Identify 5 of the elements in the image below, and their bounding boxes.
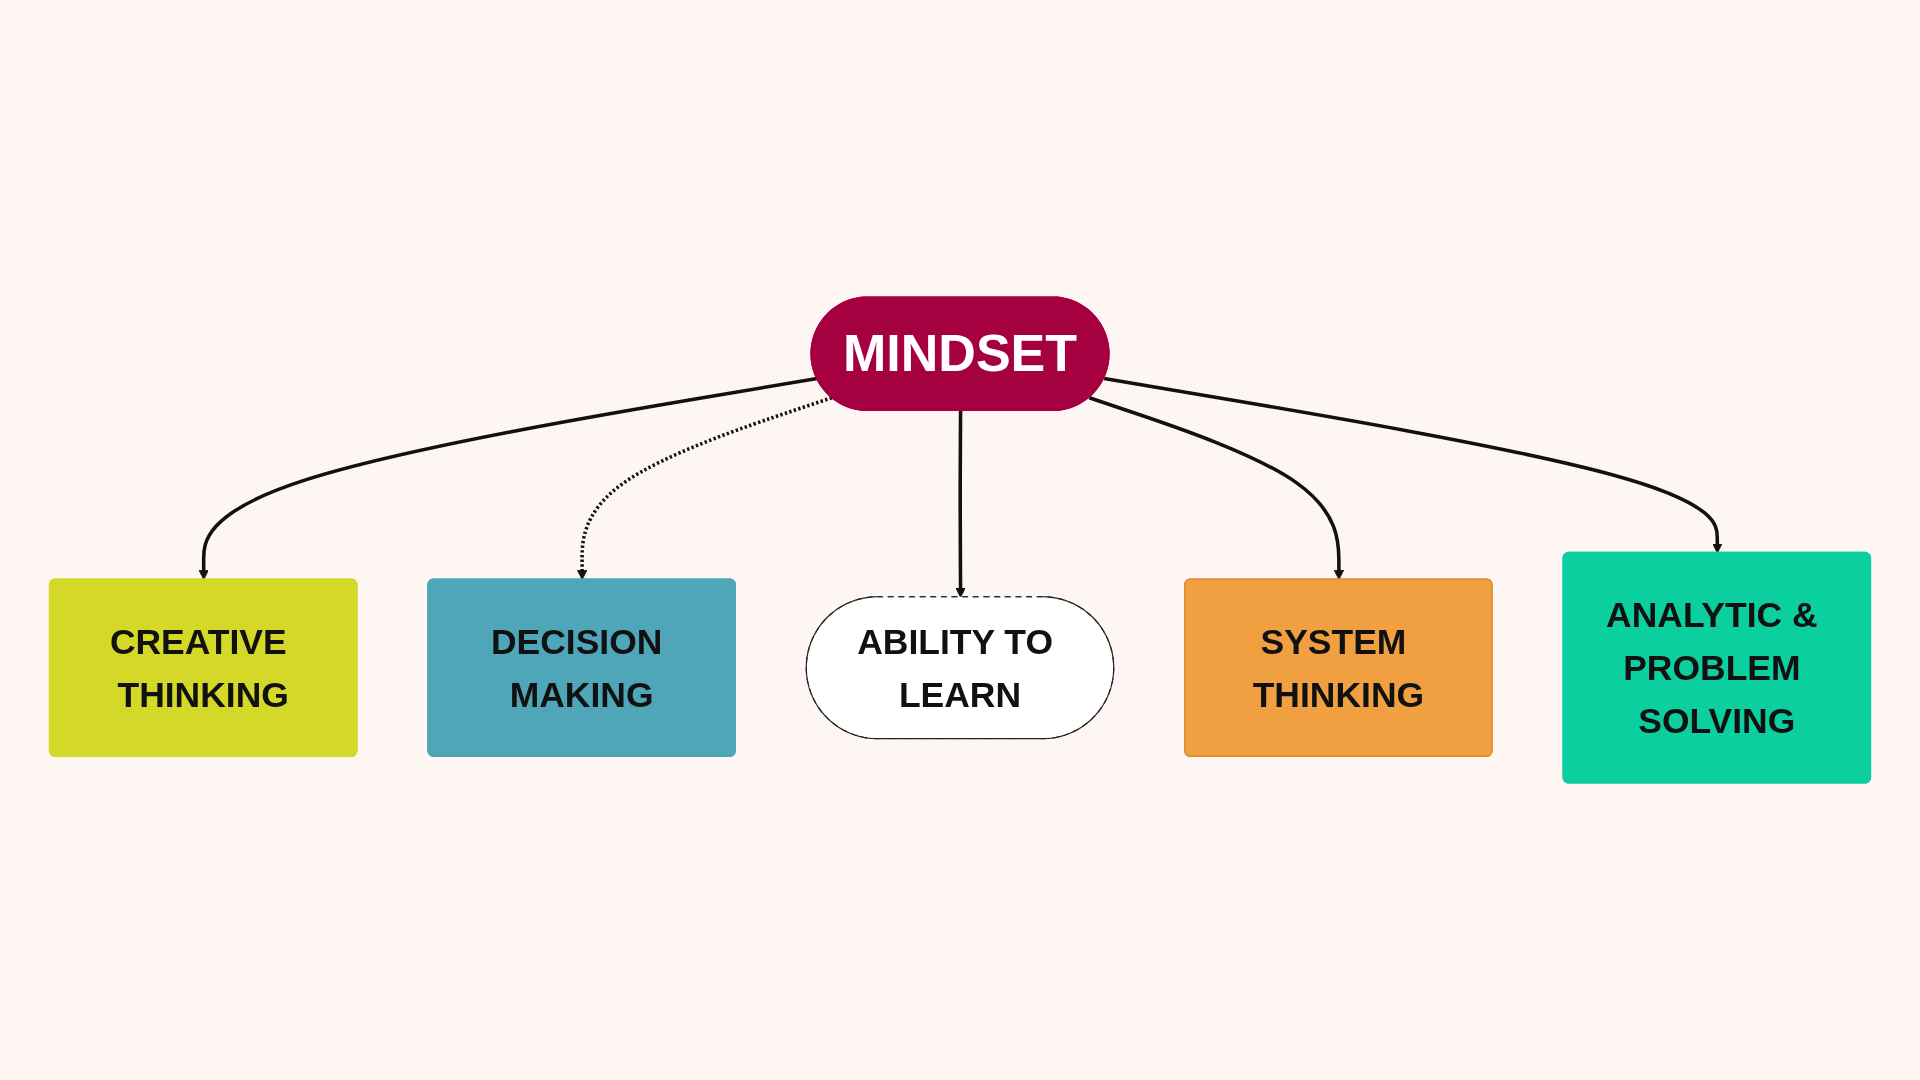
arrow [955,411,966,598]
arrow [1088,396,1345,581]
arrow [198,376,818,581]
arrow [1103,376,1723,554]
arrow [576,396,833,581]
